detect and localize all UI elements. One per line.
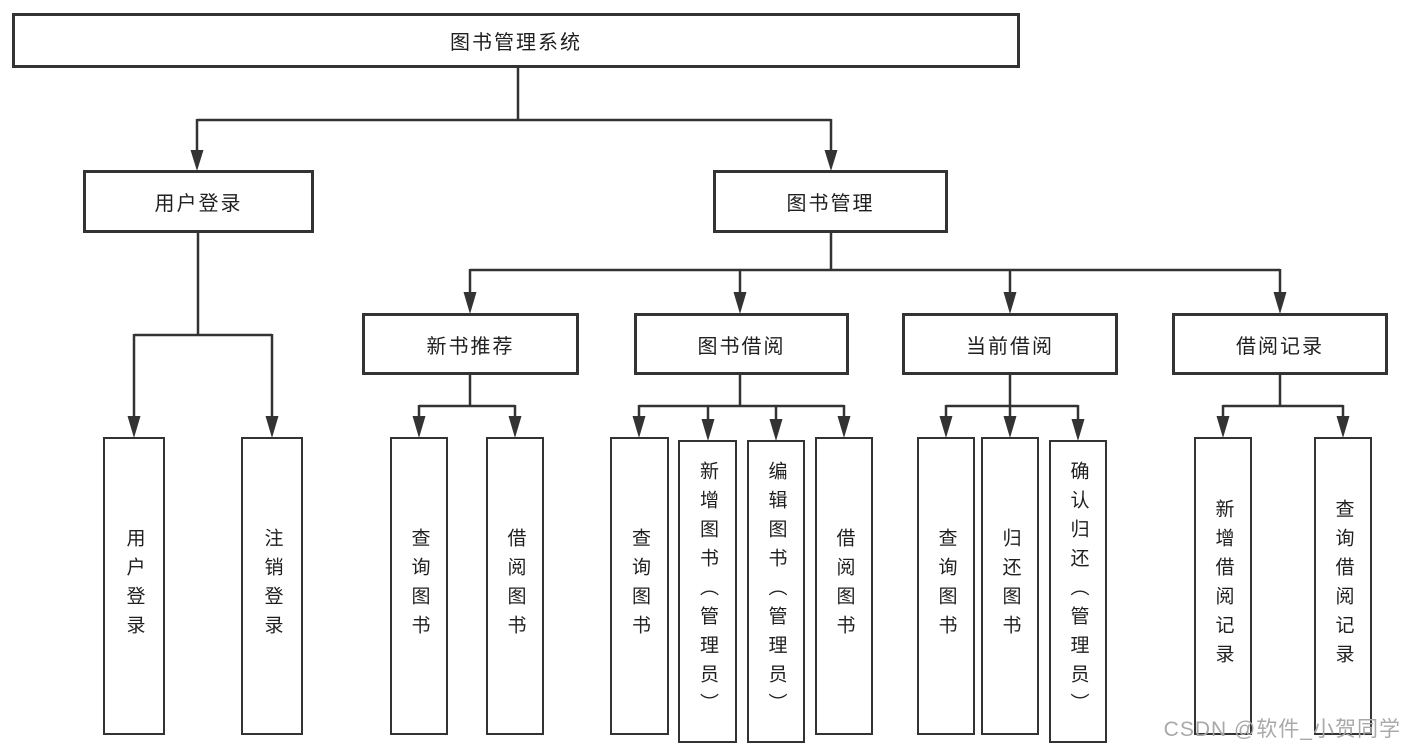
node-label: 借阅图书 xyxy=(833,528,855,644)
node-label: 查询图书 xyxy=(408,528,430,644)
node-label: 查询图书 xyxy=(935,528,957,644)
node-leaf-query-books-recommendation: 查询图书 xyxy=(390,437,448,735)
node-label: 新增借阅记录 xyxy=(1212,499,1234,673)
node-leaf-borrow-books-recommendation: 借阅图书 xyxy=(486,437,544,735)
node-book-borrowing: 图书借阅 xyxy=(634,313,849,375)
node-leaf-add-books-admin: 新增图书（管理员） xyxy=(678,440,737,743)
node-book-management-module: 图书管理 xyxy=(713,170,948,233)
node-new-book-recommendation: 新书推荐 xyxy=(362,313,579,375)
edges-user-login-branch xyxy=(127,233,279,438)
edges-current-borrowing xyxy=(939,375,1085,441)
edges-borrowing-records xyxy=(1216,375,1350,438)
node-leaf-query-books-borrowing: 查询图书 xyxy=(610,437,669,735)
edges-new-book-recommendation xyxy=(412,375,522,438)
node-leaf-user-login: 用户登录 xyxy=(103,437,165,735)
node-leaf-return-books: 归还图书 xyxy=(981,437,1039,735)
node-label: 图书管理 xyxy=(786,193,875,215)
node-leaf-edit-books-admin: 编辑图书（管理员） xyxy=(747,440,805,743)
node-user-login-module: 用户登录 xyxy=(83,170,314,233)
node-label: 确认归还（管理员） xyxy=(1067,461,1089,722)
node-label: 图书管理系统 xyxy=(450,32,582,54)
node-leaf-query-borrow-record: 查询借阅记录 xyxy=(1314,437,1372,735)
node-label: 查询借阅记录 xyxy=(1332,499,1354,673)
node-label: 用户登录 xyxy=(123,528,145,644)
node-leaf-logout: 注销登录 xyxy=(241,437,303,735)
node-leaf-borrow-books-borrowing: 借阅图书 xyxy=(815,437,873,735)
node-label: 用户登录 xyxy=(154,193,243,215)
node-leaf-query-books-current: 查询图书 xyxy=(917,437,975,735)
node-label: 新增图书（管理员） xyxy=(697,461,718,722)
watermark: CSDN @软件_小贺同学 xyxy=(1163,718,1401,741)
node-label: 查询图书 xyxy=(629,528,650,644)
edges-book-management-to-level3 xyxy=(463,233,1287,314)
node-label: 归还图书 xyxy=(999,528,1021,644)
node-label: 当前借阅 xyxy=(966,335,1054,358)
node-current-borrowing: 当前借阅 xyxy=(902,313,1118,375)
edges-book-borrowing xyxy=(632,375,851,441)
node-library-management-system: 图书管理系统 xyxy=(12,13,1020,68)
node-label: 新书推荐 xyxy=(426,335,515,358)
node-label: 借阅图书 xyxy=(504,528,526,644)
node-label: 借阅记录 xyxy=(1236,335,1324,358)
node-label: 编辑图书（管理员） xyxy=(765,461,787,722)
edges-root-to-level2 xyxy=(190,68,838,171)
node-borrowing-records: 借阅记录 xyxy=(1172,313,1388,375)
node-label: 图书借阅 xyxy=(697,335,786,358)
node-leaf-add-borrow-record: 新增借阅记录 xyxy=(1194,437,1252,735)
node-leaf-confirm-return-admin: 确认归还（管理员） xyxy=(1049,440,1107,743)
node-label: 注销登录 xyxy=(261,528,283,644)
